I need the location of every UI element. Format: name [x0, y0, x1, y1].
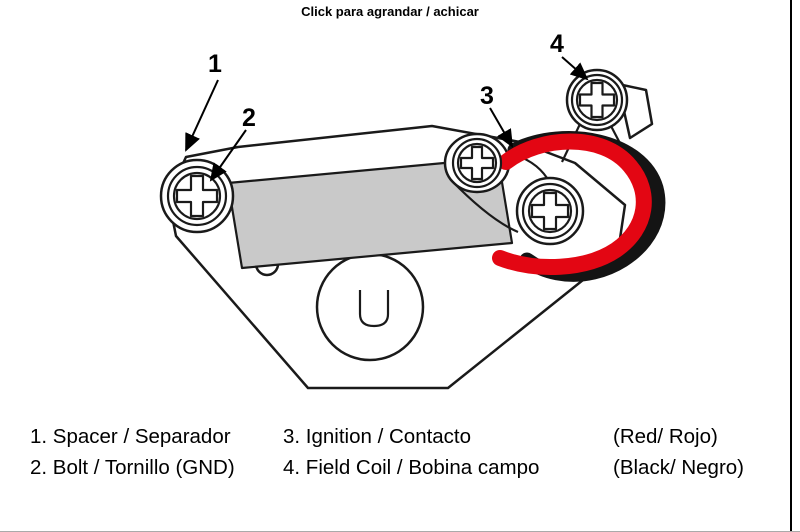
legend-item-1: 1. Spacer / Separador	[30, 425, 231, 448]
legend: 1. Spacer / Separador 3. Ignition / Cont…	[30, 421, 744, 483]
callout-1-arrow	[185, 79, 219, 152]
page-border-right	[790, 0, 792, 532]
spacer-screw	[166, 165, 228, 227]
red-wire	[492, 133, 652, 276]
field-coil-screw	[570, 73, 624, 127]
zoom-caption[interactable]: Click para agrandar / achicar	[301, 4, 479, 19]
field-coil-block	[226, 156, 514, 270]
callout-1-label: 1	[208, 50, 222, 78]
callout-3-label: 3	[480, 82, 494, 110]
legend-item-4: 4. Field Coil / Bobina campo	[283, 456, 540, 479]
legend-item-3: 3. Ignition / Contacto	[283, 425, 472, 448]
callout-2-label: 2	[242, 104, 256, 132]
ignition-screw	[451, 137, 503, 189]
callout-4-label: 4	[550, 30, 564, 58]
callout-3-arrow	[489, 107, 514, 148]
ignition-coil-diagram[interactable]: 1 2 3 4	[0, 0, 800, 415]
stamped-u-mark	[358, 290, 390, 328]
callout-4-arrow	[561, 56, 589, 81]
center-screw	[521, 182, 579, 240]
casting-line-lower	[450, 179, 519, 234]
legend-item-2: 2. Bolt / Tornillo (GND)	[30, 456, 235, 479]
large-hole	[315, 252, 425, 362]
legend-wire-black: (Black/ Negro)	[613, 456, 745, 479]
callout-2-arrow	[209, 129, 247, 182]
legend-wire-red: (Red/ Rojo)	[613, 425, 718, 448]
